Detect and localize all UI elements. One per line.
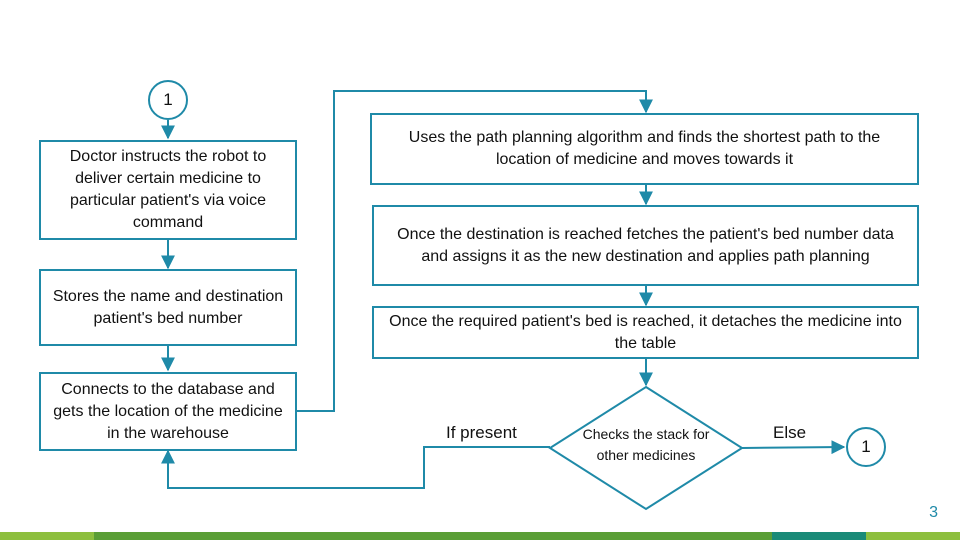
- process-store-text: Stores the name and destination patient'…: [52, 287, 284, 327]
- edge-label-else: Else: [773, 423, 807, 442]
- decision-check-stack-text: Checks the stack for other medicines: [582, 426, 710, 463]
- start-connector: 1: [148, 80, 188, 120]
- page-number: 3: [929, 504, 938, 521]
- process-detach: Once the required patient's bed is reach…: [372, 306, 919, 359]
- footer-bar-segment: [866, 532, 960, 540]
- arrow-connect-to-pathplan: [297, 90, 653, 412]
- arrow-check-to-connect: [161, 446, 550, 489]
- process-store: Stores the name and destination patient'…: [39, 269, 297, 346]
- arrow-check-to-end: [741, 440, 846, 455]
- process-path-plan-text: Uses the path planning algorithm and fin…: [408, 129, 881, 168]
- footer-bar-segment: [94, 532, 772, 540]
- process-instruct-text: Doctor instructs the robot to deliver ce…: [69, 148, 267, 231]
- process-instruct: Doctor instructs the robot to deliver ce…: [39, 140, 297, 240]
- process-detach-text: Once the required patient's bed is reach…: [389, 312, 902, 352]
- footer-bar-segment: [0, 532, 94, 540]
- process-path-plan: Uses the path planning algorithm and fin…: [370, 113, 919, 185]
- edge-label-if-present: If present: [446, 423, 517, 442]
- decision-diamond: [548, 385, 744, 511]
- process-fetch-bed: Once the destination is reached fetches …: [372, 205, 919, 286]
- process-connect-db: Connects to the database and gets the lo…: [39, 372, 297, 451]
- end-connector: 1: [846, 427, 886, 467]
- process-connect-db-text: Connects to the database and gets the lo…: [53, 380, 283, 442]
- footer-bar-segment: [772, 532, 866, 540]
- process-fetch-bed-text: Once the destination is reached fetches …: [397, 225, 894, 265]
